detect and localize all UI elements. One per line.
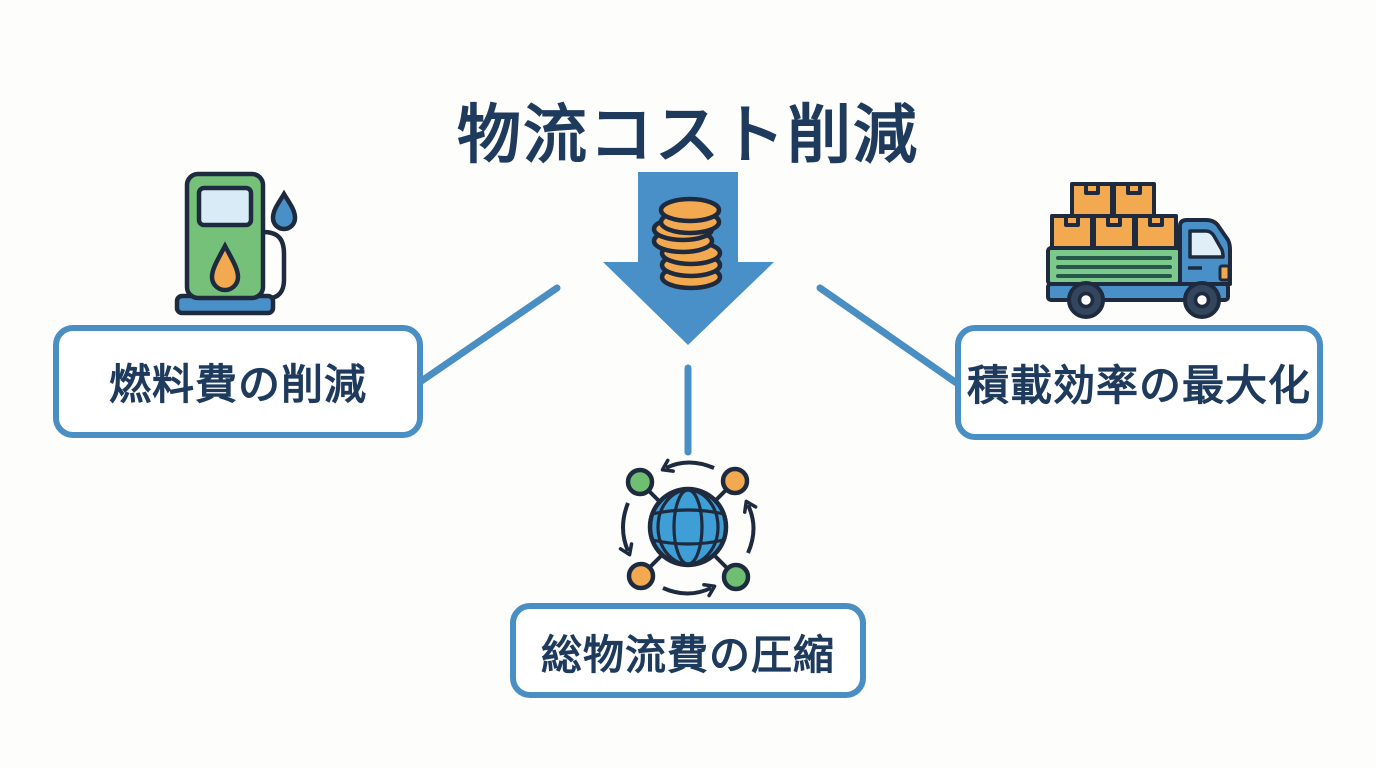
cycle-arrows [618,458,758,598]
fuel-drop-icon [209,241,241,293]
globe-grid [651,488,725,566]
wheels [1067,281,1221,319]
branch-label-total-cost: 総物流費の圧縮 [541,631,835,678]
globe [647,486,729,568]
fuel-pump-icon [174,171,298,316]
page-title: 物流コスト削減 [457,99,919,171]
cargo-truck-icon [1046,182,1232,319]
pump-nozzle [270,189,298,232]
cab-window [1188,229,1225,259]
pump-hose [260,229,287,301]
global-network-icon [618,458,758,598]
branch-box-total-cost: 総物流費の圧縮 [510,603,866,698]
bed-slats [1056,256,1172,278]
branch-box-load-efficiency: 積載効率の最大化 [955,325,1323,440]
branch-label-fuel: 燃料費の削減 [108,361,367,408]
branch-label-load-efficiency: 積載効率の最大化 [966,362,1311,409]
cargo-boxes [1050,182,1178,250]
network-nodes [625,466,751,592]
connector-lines [416,284,962,456]
coin-stack-icon [651,196,723,291]
connector-right [816,284,962,388]
connector-left [416,284,561,386]
pump-screen [196,185,254,228]
branch-box-fuel: 燃料費の削減 [53,325,423,438]
headlight [1218,264,1231,282]
